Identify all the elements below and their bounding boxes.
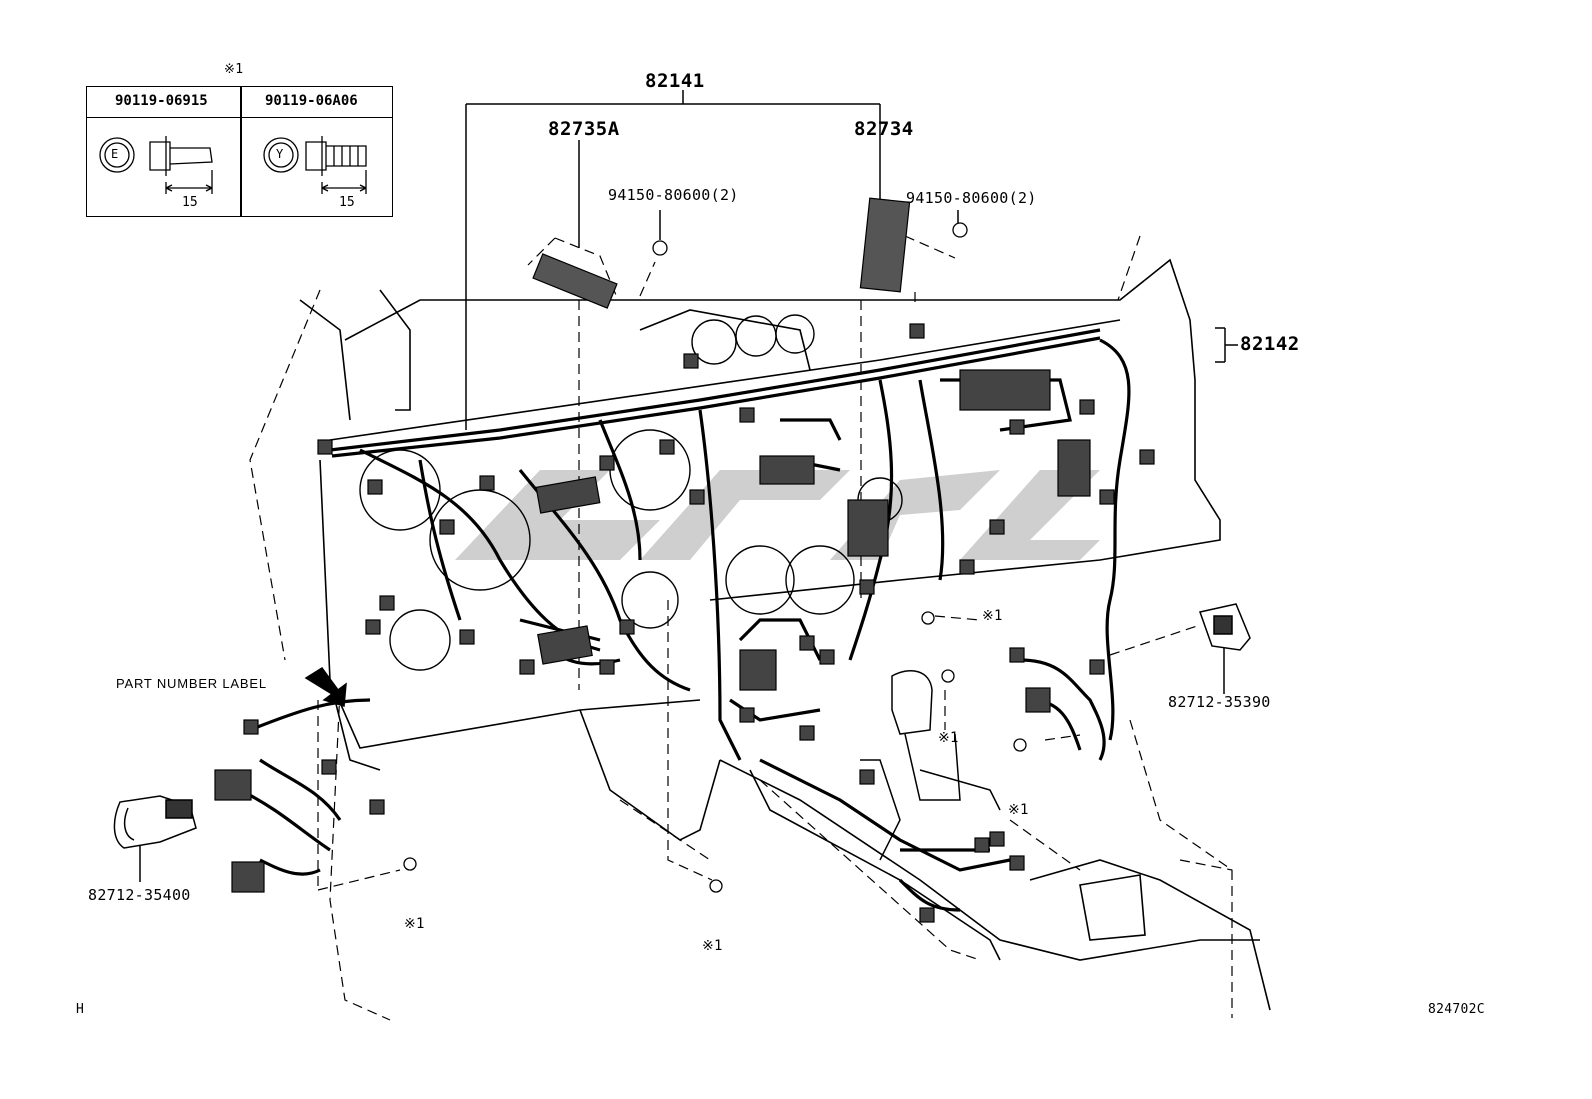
dashed-lines	[249, 235, 1233, 1021]
label-bolt-2: ※1	[938, 730, 959, 746]
legend-left-code: E	[111, 147, 119, 161]
shift-lever	[860, 670, 1001, 861]
legend-header	[87, 87, 392, 118]
fasteners	[403, 222, 1027, 893]
legend-left-part-number: 90119-06915	[115, 93, 208, 109]
label-connector-right: 82712-35390	[1168, 693, 1271, 711]
corner-left-mark: H	[76, 1002, 85, 1017]
leader-lines	[139, 90, 1238, 882]
legend-divider	[240, 87, 242, 216]
label-bolt-3: ※1	[1008, 802, 1029, 818]
label-bolt-5: ※1	[702, 938, 723, 954]
main-harness	[239, 328, 1131, 912]
label-right-harness: 82142	[1240, 333, 1300, 355]
label-clip-left: 94150-80600(2)	[608, 186, 739, 204]
label-sub-left: 82735A	[548, 118, 620, 140]
connectors	[214, 323, 1155, 923]
label-bolt-4: ※1	[404, 916, 425, 932]
label-bolt-1: ※1	[982, 608, 1003, 624]
legend-fasteners	[99, 136, 367, 194]
label-main-harness: 82141	[645, 70, 705, 92]
junction-blocks	[532, 197, 911, 309]
fastener-legend: 90119-06915 90119-06A06 E Y 15 15	[86, 86, 393, 217]
legend-left-dimension: 15	[182, 195, 198, 210]
legend-right-dimension: 15	[339, 195, 355, 210]
legend-note-mark: ※1	[224, 62, 244, 77]
panel-outline	[299, 258, 1271, 1011]
label-arrow	[304, 666, 347, 707]
label-sub-right: 82734	[854, 118, 914, 140]
legend-right-code: Y	[276, 147, 284, 161]
gauge-cluster	[359, 314, 903, 671]
side-connectors	[113, 603, 1251, 849]
label-connector-left: 82712-35400	[88, 886, 191, 904]
legend-right-part-number: 90119-06A06	[265, 93, 358, 109]
label-part-number-label: PART NUMBER LABEL	[116, 676, 267, 691]
diagram-code: 824702C	[1428, 1002, 1485, 1017]
label-clip-right: 94150-80600(2)	[906, 189, 1037, 207]
